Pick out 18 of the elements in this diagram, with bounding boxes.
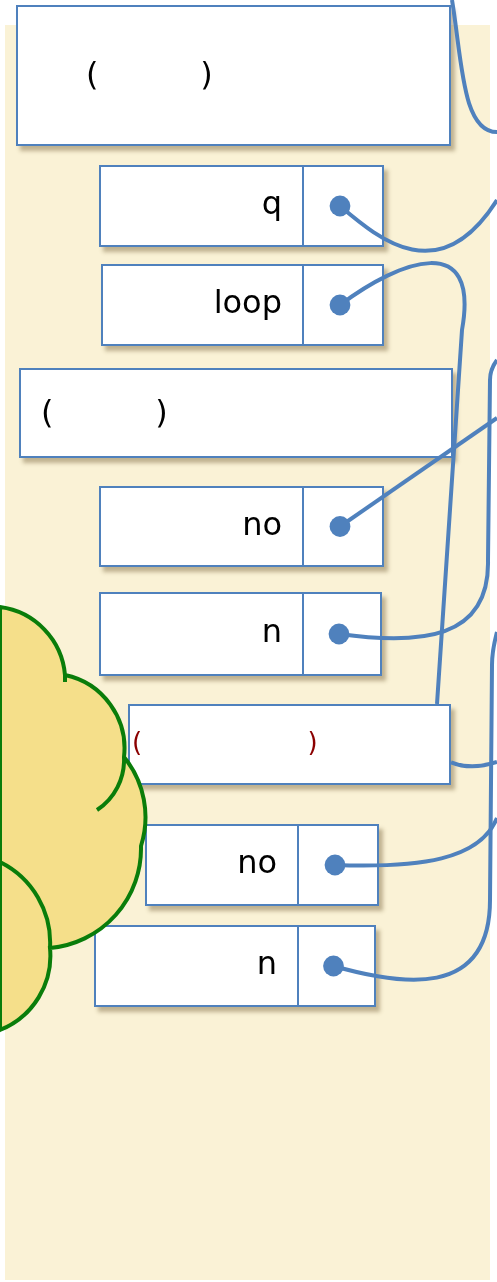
variable-name: q (261, 186, 282, 222)
variable-name: n (256, 946, 277, 982)
variable-box (94, 925, 376, 1007)
variable-box (99, 165, 384, 247)
variable-box (99, 592, 382, 676)
variable-name: no (237, 845, 277, 881)
frame-label: ( ) (86, 57, 213, 93)
variable-box (101, 264, 384, 346)
variable-box (145, 824, 379, 906)
frame-label: ( ) (41, 395, 168, 431)
variable-box (99, 486, 384, 567)
variable-name: loop (213, 285, 282, 321)
frame-box (19, 368, 453, 458)
frame-label: ( ) (132, 728, 318, 757)
variable-name: no (242, 506, 282, 542)
frame-box (16, 5, 451, 146)
variable-name: n (261, 614, 282, 650)
frame-box (128, 704, 451, 785)
